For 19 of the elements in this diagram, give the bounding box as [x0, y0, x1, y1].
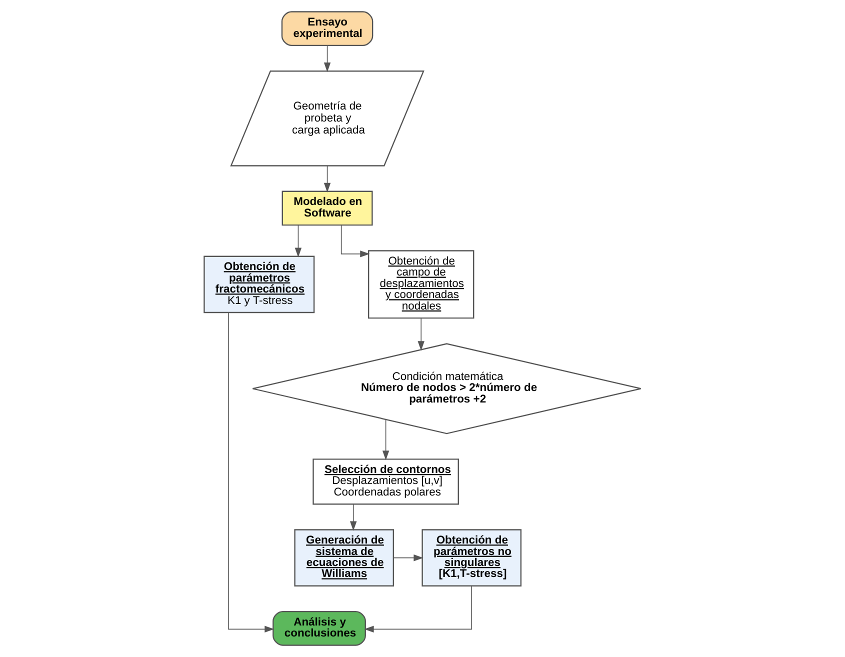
node-box: Generación de sistema de ecuaciones de Williams — [294, 529, 394, 586]
node-box: Obtención de parámetros fractomecánicos K1 y T-stress — [204, 256, 315, 314]
arrow — [350, 504, 357, 531]
node-box: Análisis y conclusiones — [272, 610, 366, 646]
arrow — [324, 166, 331, 192]
node-box: Modelado en Software — [282, 190, 373, 226]
arrow — [393, 554, 424, 562]
arrow — [364, 586, 472, 633]
arrow — [382, 419, 390, 460]
node-box: Selección de contornos Desplazamientos [u,v] Coordenadas polares — [312, 458, 459, 505]
node-box: Obtención de parámetros no singulares [K1,T-stress] — [422, 529, 522, 586]
arrow — [324, 45, 331, 72]
arrow — [340, 224, 370, 258]
node-diamond: Condición matemática Número de nodos > 2*número de parámetros +2 — [252, 343, 642, 434]
arrow — [228, 312, 274, 633]
node-box: Ensayo experimental — [281, 11, 374, 46]
node-box: Obtención de campo de desplazamientos y coordenadas nodales — [368, 250, 474, 319]
arrow — [418, 318, 424, 351]
arrow — [294, 224, 302, 258]
